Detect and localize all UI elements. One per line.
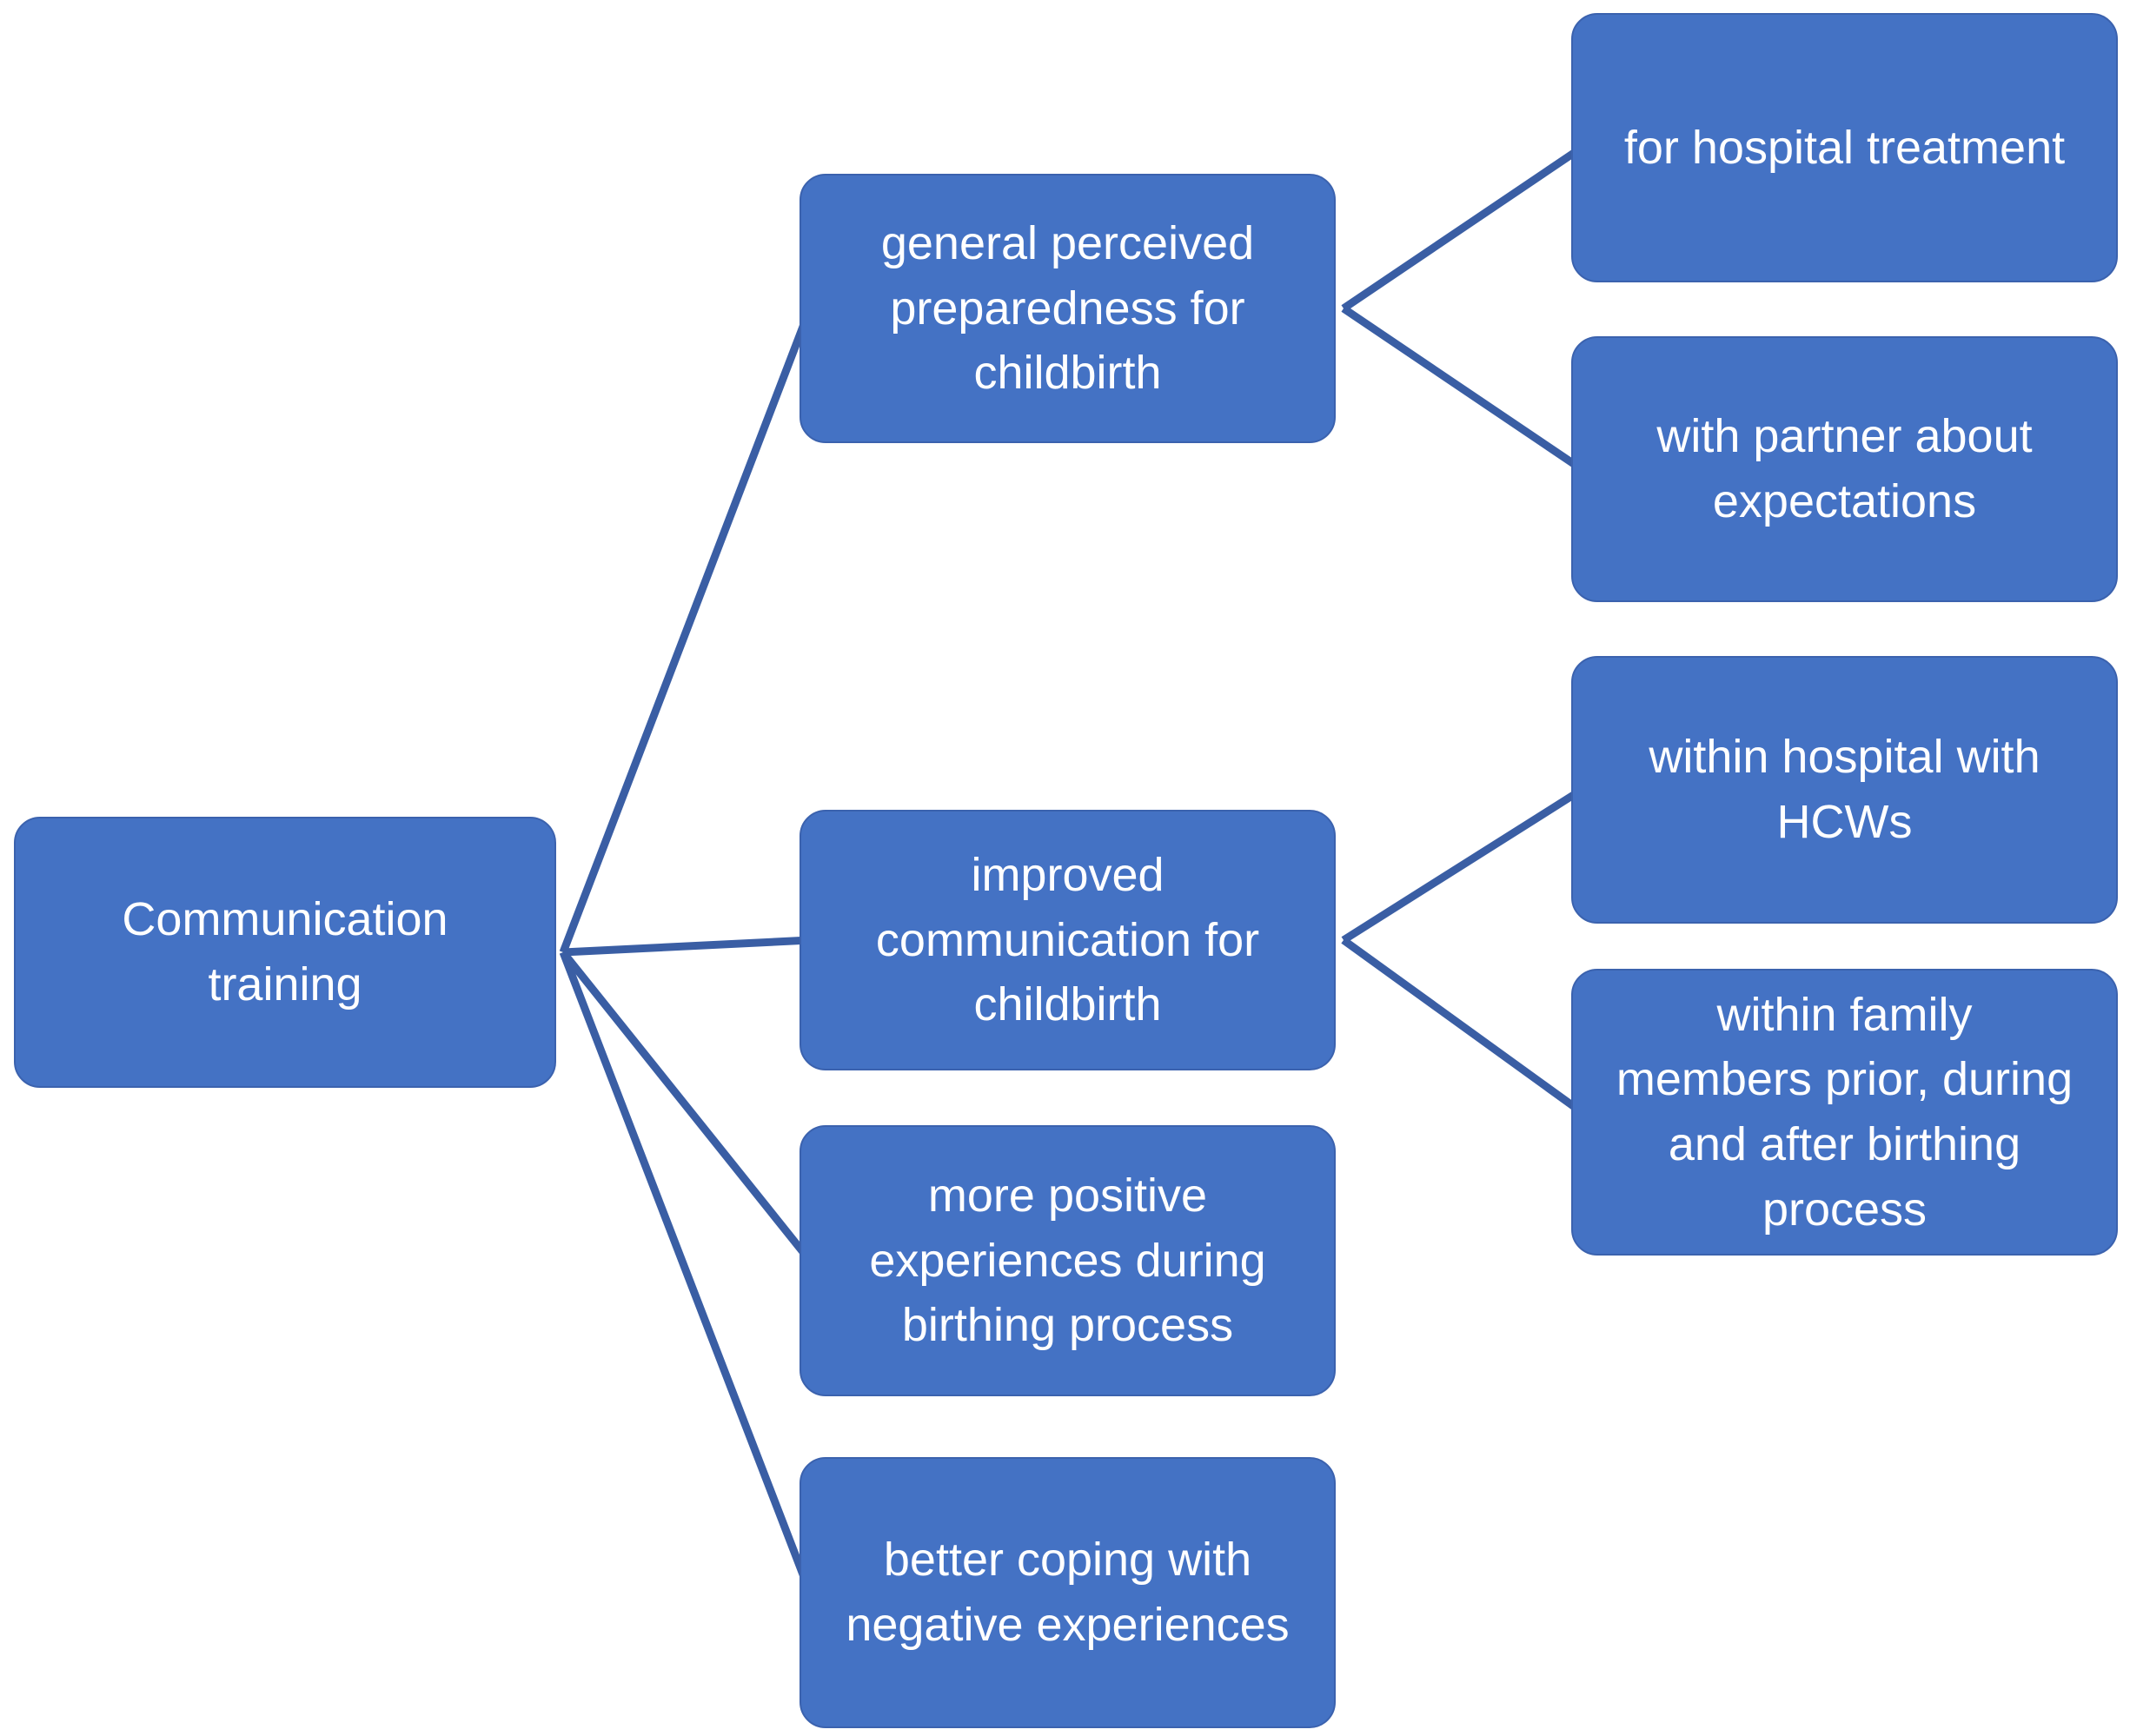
node-hospital-treatment: for hospital treatment	[1571, 13, 2118, 282]
connector-general-to-partner	[1341, 305, 1584, 473]
connector-improved-to-family	[1341, 937, 1584, 1116]
node-positive-experiences: more positive experiences during birthin…	[800, 1125, 1336, 1396]
node-partner-expectations: with partner about expectations	[1571, 336, 2118, 602]
node-communication-training: Communication training	[14, 817, 556, 1088]
node-improved-communication: improved communication for childbirth	[800, 810, 1336, 1070]
connector-root-to-improved	[562, 936, 811, 957]
connector-root-to-coping	[559, 951, 814, 1594]
connector-root-to-positive	[560, 950, 813, 1263]
connector-improved-to-hcws	[1341, 786, 1584, 944]
node-family-members: within family members prior, during and …	[1571, 969, 2118, 1256]
node-general-preparedness: general perceived preparedness for child…	[800, 174, 1336, 443]
node-better-coping: better coping with negative experiences	[800, 1457, 1336, 1728]
connector-general-to-hospital	[1341, 144, 1584, 312]
connector-root-to-general	[559, 307, 814, 954]
node-hospital-hcws: within hospital with HCWs	[1571, 656, 2118, 924]
